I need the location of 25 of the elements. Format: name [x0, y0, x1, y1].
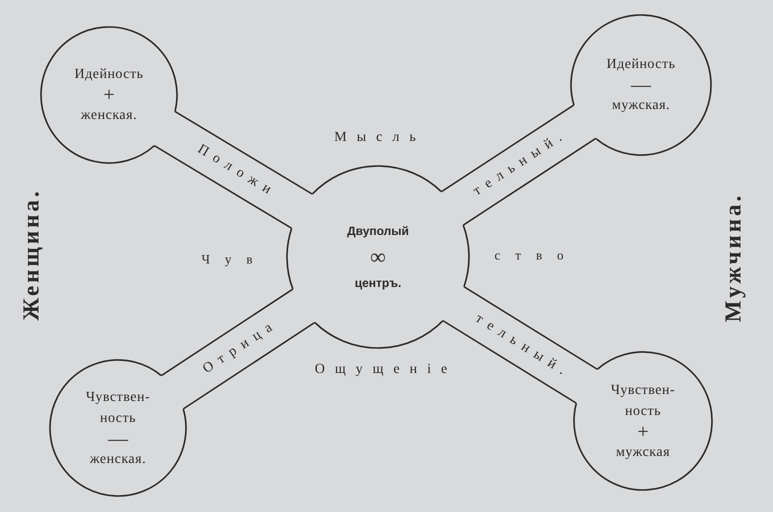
text-label: Чув [200, 252, 268, 266]
sign-text: — [108, 428, 128, 448]
side-label: Мужчина. [722, 192, 744, 324]
sign-text: + [637, 422, 649, 442]
band-connector [160, 288, 316, 410]
node-text: Чувствен- ность [610, 382, 676, 420]
node-text: Чувствен- ность [84, 388, 152, 428]
sign-text: — [631, 75, 651, 95]
node-text: мужская. [612, 97, 670, 115]
node-text: Идейность [606, 56, 676, 74]
text-label: ство [494, 248, 578, 262]
node-text: мужская [616, 444, 670, 462]
side-label: Женщина. [20, 188, 42, 323]
sign-text: ∞ [370, 246, 386, 268]
text-label: Ощущеніе [314, 363, 458, 377]
node-text: Двуполый [347, 223, 409, 240]
node-text: женская. [90, 450, 146, 468]
node-text: женская. [80, 107, 138, 125]
text-label: Мысль [333, 131, 426, 145]
node-text: центръ. [354, 275, 402, 292]
node-text: Идейность [74, 66, 144, 84]
sign-text: + [103, 85, 115, 105]
band-connector [440, 104, 596, 226]
band-connector [442, 286, 598, 404]
band-connector [154, 110, 313, 230]
